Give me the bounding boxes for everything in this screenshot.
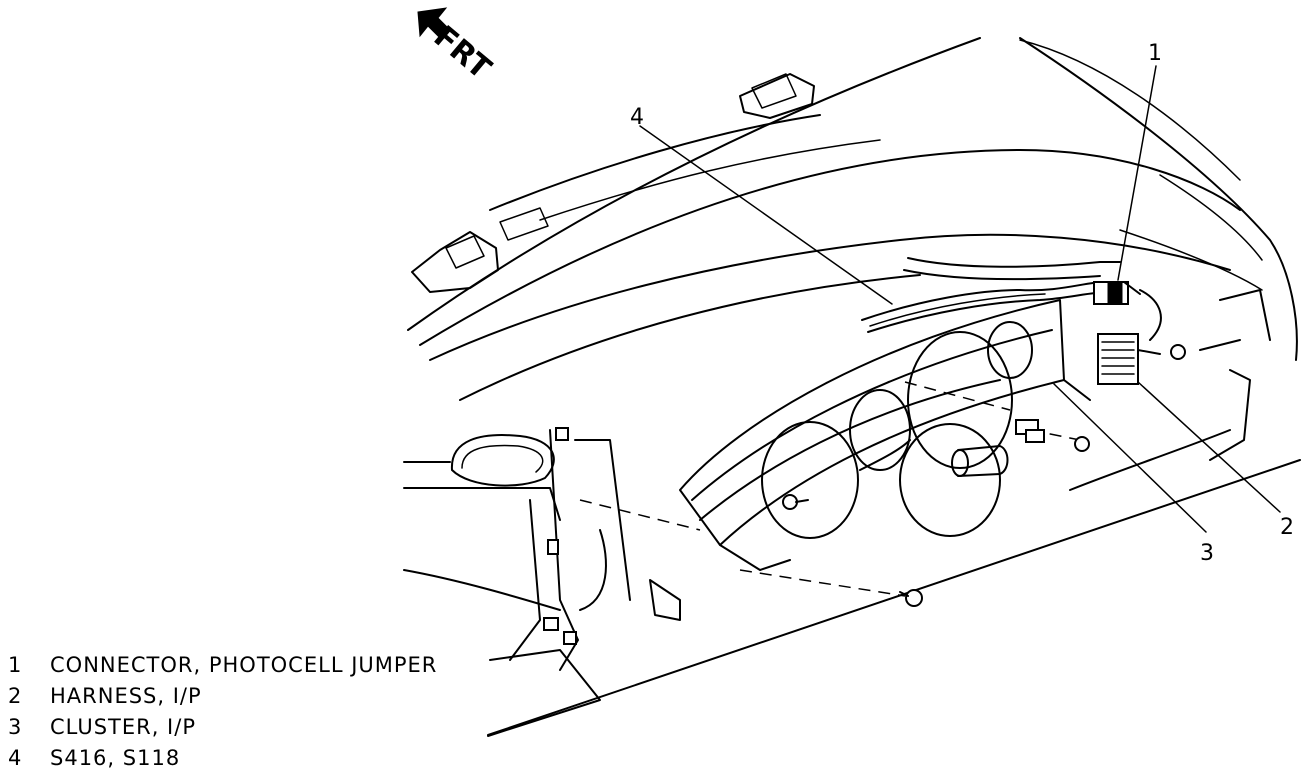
lower-fasteners	[899, 419, 1090, 607]
photocell-connector	[1093, 281, 1141, 305]
mounting-guides	[579, 381, 1081, 597]
callout-4: 4	[630, 105, 644, 130]
legend-number: 1	[8, 653, 23, 677]
callout-3: 3	[1200, 541, 1214, 566]
callout-1: 1	[1148, 41, 1162, 66]
defroster-clip-left	[411, 207, 549, 293]
wiring-harness	[861, 257, 1162, 341]
leader-lines	[639, 65, 1281, 533]
dashboard-top	[407, 37, 1298, 401]
right-bracket	[1069, 289, 1271, 491]
legend-text: CLUSTER, I/P	[50, 715, 196, 739]
legend-item: 3 CLUSTER, I/P	[8, 712, 478, 743]
legend-text: CONNECTOR, PHOTOCELL JUMPER	[50, 653, 438, 677]
front-arrow-icon	[417, 7, 451, 39]
legend-item: 4 S416, S118	[8, 743, 478, 774]
left-vent	[403, 434, 561, 611]
callout-2: 2	[1280, 515, 1294, 540]
carrier-bracket	[487, 427, 1301, 737]
harness-connector	[1097, 333, 1186, 385]
screw-icon	[1074, 436, 1090, 452]
screw-icon	[905, 589, 923, 607]
screw-icon	[1170, 344, 1186, 360]
screw-icon	[782, 494, 798, 510]
legend-number: 4	[8, 746, 23, 770]
legend-item: 1 CONNECTOR, PHOTOCELL JUMPER	[8, 650, 478, 681]
parts-legend: 1 CONNECTOR, PHOTOCELL JUMPER 2 HARNESS, I…	[8, 650, 478, 774]
legend-text: S416, S118	[50, 746, 181, 770]
legend-number: 3	[8, 715, 23, 739]
legend-item: 2 HARNESS, I/P	[8, 681, 478, 712]
legend-text: HARNESS, I/P	[50, 684, 202, 708]
legend-number: 2	[8, 684, 23, 708]
instrument-cluster	[679, 299, 1091, 571]
front-direction-indicator: FRT	[417, 7, 498, 87]
defroster-clip-right	[739, 73, 815, 119]
